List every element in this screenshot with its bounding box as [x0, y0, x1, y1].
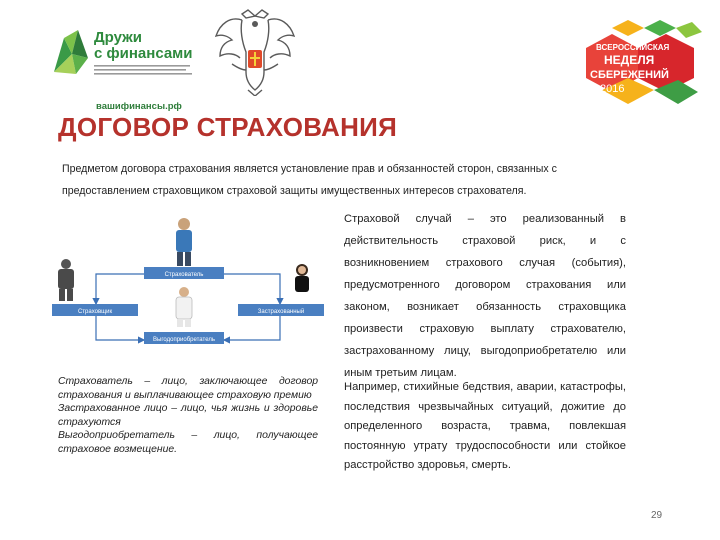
insured-event-examples: Например, стихийные бедствия, аварии, ка… — [344, 381, 626, 471]
box-insurer-label: Страховщик — [78, 309, 113, 315]
roles-definitions: Страхователь – лицо, заключающее договор… — [58, 375, 318, 457]
druzhi-s-finansami-logo: Дружи с финансами вашифинансы.рф — [52, 28, 202, 112]
box-policyholder-label: Страхователь — [165, 272, 204, 278]
logo-small-print-icon — [94, 65, 192, 75]
double-headed-eagle-emblem-icon — [214, 9, 296, 96]
role-policyholder: Страхователь – лицо, заключающее договор… — [58, 376, 318, 401]
logo-line2: с финансами — [94, 45, 193, 62]
page-title: ДОГОВОР СТРАХОВАНИЯ — [58, 112, 398, 142]
definition-paragraph: Предметом договора страхования является … — [62, 163, 557, 197]
person-insured-right-icon — [295, 264, 309, 292]
logo-site-link[interactable]: вашифинансы.рф — [96, 101, 182, 112]
box-policyholder — [144, 267, 224, 279]
box-beneficiary-label: Выгодоприобретатель — [153, 337, 215, 343]
person-beneficiary-doctor-icon — [175, 287, 193, 327]
insurance-parties-diagram: Страхователь Страховщик Застрахованный В… — [52, 218, 324, 344]
person-insurer-left-icon — [58, 259, 74, 301]
week-logo-line3: СБЕРЕЖЕНИЙ — [590, 68, 669, 81]
logo-line1: Дружи — [94, 29, 143, 46]
week-logo-year: 2016 — [600, 83, 624, 95]
box-beneficiary — [144, 332, 224, 344]
role-beneficiary: Выгодоприобретатель – лицо, получающее с… — [58, 430, 318, 455]
druzhi-logo-mark-icon — [54, 30, 88, 74]
box-insured-label: Застрахованный — [258, 308, 304, 315]
person-insured-top-icon — [176, 218, 192, 266]
insured-event-definition: Страховой случай – это реализованный в д… — [344, 213, 626, 379]
box-insured — [238, 304, 324, 316]
week-logo-line2: НЕДЕЛЯ — [604, 53, 654, 67]
diagram-arrows — [92, 273, 284, 344]
role-insured-person: Застрахованное лицо – лицо, чья жизнь и … — [58, 403, 318, 428]
week-logo-line1: ВСЕРОССИЙСКАЯ — [596, 43, 670, 52]
box-insurer — [52, 304, 138, 316]
page-number: 29 — [651, 510, 663, 521]
savings-week-logo: ВСЕРОССИЙСКАЯ НЕДЕЛЯ СБЕРЕЖЕНИЙ 2016 — [586, 20, 702, 104]
